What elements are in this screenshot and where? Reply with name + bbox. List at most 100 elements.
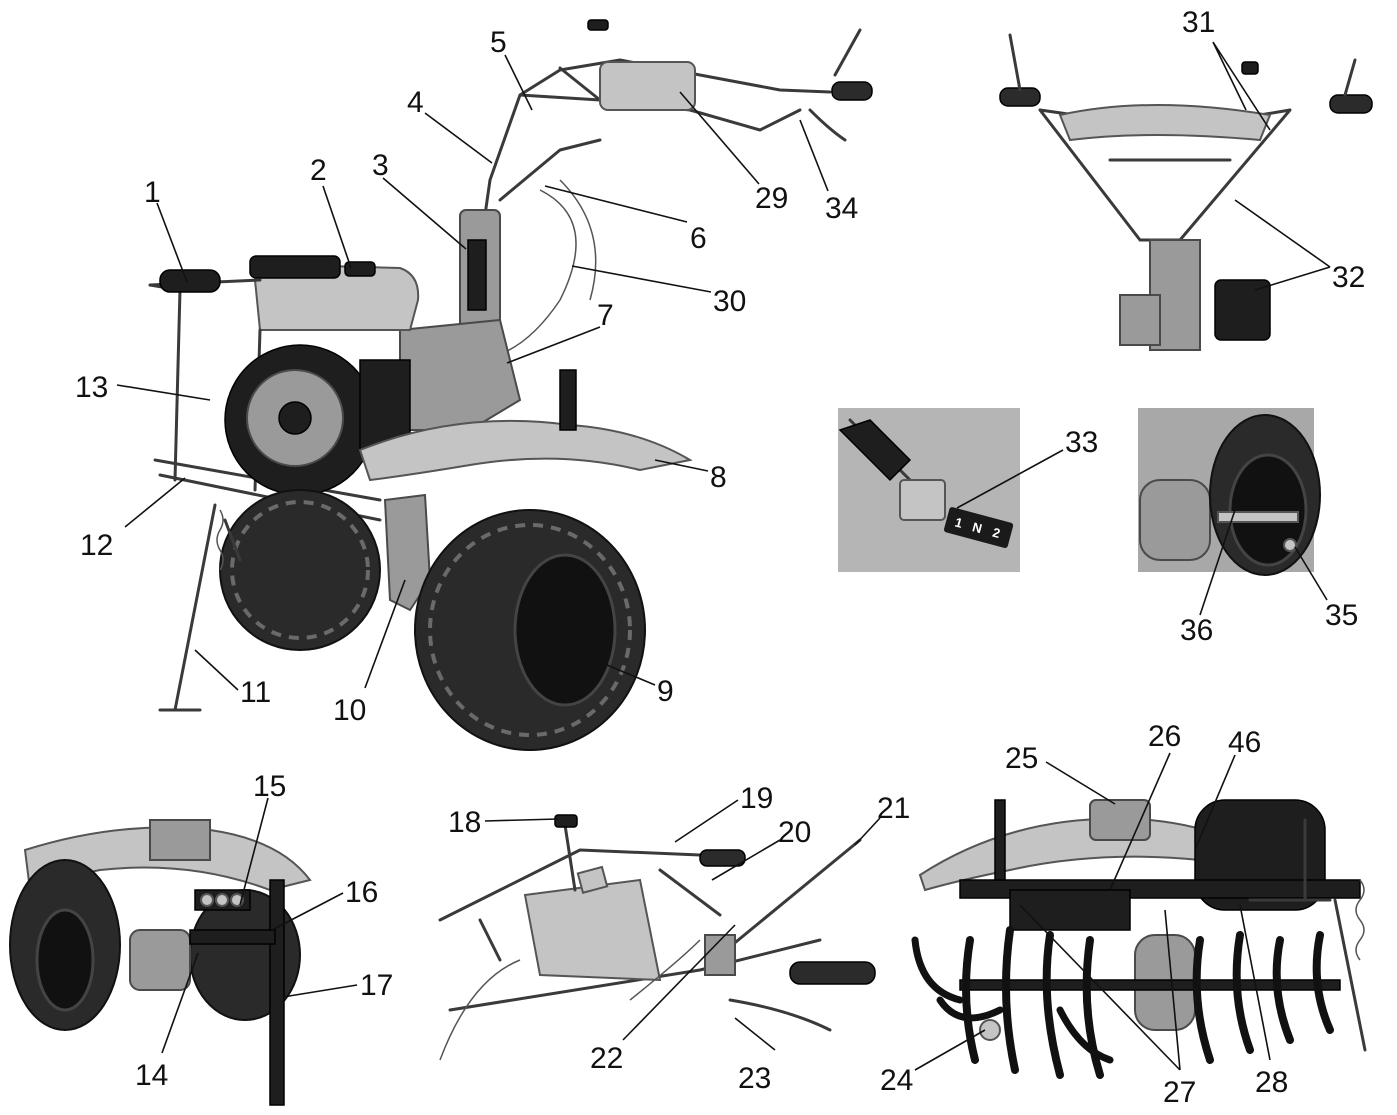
gear-label-1: 1 [953, 515, 964, 531]
tiller-left-post [994, 799, 1006, 881]
front-view-panel [1058, 104, 1272, 142]
callout-7: 7 [597, 299, 614, 332]
tiller-curved-blades [911, 936, 1114, 1064]
callout-35: 35 [1325, 599, 1358, 632]
callout-6: 6 [690, 222, 707, 255]
leader-36 [1199, 509, 1236, 616]
callout-3: 3 [372, 149, 389, 182]
callout-31: 31 [1182, 6, 1215, 39]
leader-30 [571, 265, 712, 293]
starter-hub [278, 401, 312, 435]
callout-18: 18 [448, 806, 481, 839]
control-panel-cover [599, 61, 696, 111]
callout-14: 14 [135, 1059, 168, 1092]
callout-28: 28 [1255, 1066, 1288, 1099]
callout-34: 34 [825, 192, 858, 225]
front-view-right-grip [1329, 94, 1373, 114]
leader-29 [679, 91, 760, 185]
rear-wheel-tire [219, 489, 381, 651]
gear-selector-spring-boot [838, 419, 912, 482]
front-view-engine [1214, 279, 1271, 341]
leader-31 [1212, 41, 1271, 131]
kickstand [158, 503, 242, 712]
front-view-gear-knob [1241, 61, 1259, 75]
column-label-plate [467, 239, 487, 311]
callout-16: 16 [345, 876, 378, 909]
hitch-view-gear-housing [129, 929, 191, 991]
hitch-pin-2 [215, 893, 229, 907]
gear-lever-plate [576, 865, 609, 894]
handle-controls-view [438, 814, 876, 1061]
leader-26 [1109, 752, 1171, 891]
callout-2: 2 [310, 154, 327, 187]
upper-handle-grip [699, 849, 746, 867]
callout-15: 15 [253, 770, 286, 803]
handlebar-front-view [999, 33, 1373, 351]
tiller-transmission-top [1089, 799, 1151, 841]
leader-20 [711, 839, 781, 881]
tiller-end-cap [979, 1019, 1001, 1041]
callout-21: 21 [877, 792, 910, 825]
right-grip [831, 81, 873, 101]
controls-cables [439, 939, 701, 1061]
callout-27: 27 [1163, 1076, 1196, 1109]
callout-4: 4 [407, 86, 424, 119]
callout-46: 46 [1228, 726, 1261, 759]
callout-17: 17 [360, 969, 393, 1002]
front-wheel-rim [513, 553, 617, 707]
leader-46 [1194, 754, 1236, 851]
leader-35 [1294, 546, 1328, 601]
gear-knob-top [587, 19, 609, 31]
hitch-bracket [559, 369, 577, 431]
gear-lever-knob [554, 814, 578, 828]
controls-handle-frame [438, 848, 822, 1012]
tiller-stand-spring [1355, 879, 1365, 961]
upper-brake-lever [658, 868, 722, 917]
leader-4 [424, 112, 493, 164]
leader-7 [506, 326, 601, 364]
leader-3 [382, 177, 467, 250]
rear-hitch-view [9, 819, 312, 1106]
wheel-hub-inset [1138, 408, 1321, 576]
tiller-blades [962, 926, 1334, 1079]
leader-6 [544, 185, 688, 223]
hitch-upper-mount [149, 819, 211, 861]
callout-11: 11 [240, 676, 271, 709]
fuel-cap [344, 261, 376, 277]
callout-10: 10 [333, 694, 366, 727]
throttle-lever-arm [718, 838, 862, 957]
hub-view-rim [1228, 453, 1308, 567]
front-wheel-tread [428, 523, 632, 737]
hitch-cross-bar [189, 929, 276, 945]
front-view-housing [1119, 294, 1161, 346]
callout-19: 19 [740, 782, 773, 815]
leader-2 [322, 185, 352, 269]
leader-12 [124, 477, 186, 528]
clutch-lever-main [808, 108, 847, 142]
callout-13: 13 [75, 371, 108, 404]
callout-32: 32 [1332, 261, 1365, 294]
leader-15 [239, 797, 269, 906]
leader-28 [1239, 904, 1271, 1061]
gear-position-plate: 1 N 2 [944, 507, 1014, 548]
leader-10 [364, 579, 406, 689]
leader-22 [622, 924, 736, 1041]
kickstand-spring [216, 509, 224, 571]
hitch-view-left-rim [35, 908, 95, 1012]
leader-27 [1019, 904, 1181, 1071]
tiller-handle-post [1248, 818, 1332, 902]
hitch-pin-1 [200, 893, 214, 907]
gear-label-neutral: N [971, 519, 984, 536]
tiller-stand [1333, 898, 1367, 1052]
hub-gear-housing [1139, 479, 1211, 561]
gear-lever-rod [563, 823, 577, 892]
frame-handle-grip [159, 269, 221, 293]
tiller-mount-bracket [1009, 889, 1131, 931]
air-filter [249, 255, 341, 279]
callout-9: 9 [657, 675, 674, 708]
lower-handle-grip [789, 961, 876, 985]
tiller-shaft [959, 979, 1341, 991]
leader-14 [161, 952, 199, 1054]
leader-13 [116, 384, 211, 401]
